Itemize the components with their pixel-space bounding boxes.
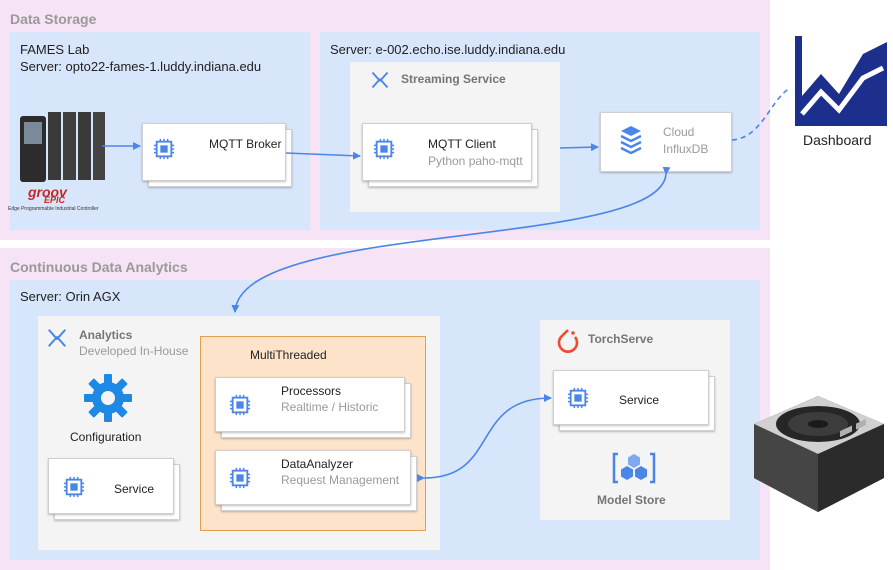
chip-icon (373, 138, 395, 160)
analytics-subtitle: Developed In-House (79, 344, 189, 358)
orin-agx-device (754, 396, 884, 512)
groov-brand: groov (28, 184, 67, 200)
analyzer-subtitle: Request Management (281, 473, 400, 487)
gear-icon[interactable] (84, 374, 132, 422)
chip-icon (229, 467, 251, 489)
configuration-label: Configuration (70, 430, 142, 444)
analytics-service-card[interactable]: Service (48, 458, 174, 514)
mqtt-broker-title: MQTT Broker (209, 137, 282, 151)
dashboard-chart-icon[interactable] (795, 36, 887, 126)
chip-icon (567, 387, 589, 409)
cloud-subtitle: InfluxDB (663, 142, 709, 156)
model-store-icon[interactable] (612, 448, 656, 488)
chip-icon (153, 138, 175, 160)
torch-flame-icon (557, 329, 579, 353)
torchserve-service-card[interactable]: Service (553, 370, 709, 425)
streaming-service-icon (371, 71, 389, 89)
multithreaded-title: MultiThreaded (250, 348, 327, 362)
analyzer-title: DataAnalyzer (281, 457, 354, 471)
analytics-service-label: Service (114, 482, 155, 496)
analyzer-card[interactable]: DataAnalyzer Request Management (215, 450, 411, 505)
mqtt-client-title: MQTT Client (428, 137, 496, 151)
analytics-title: Analytics (79, 328, 133, 342)
groov-caption: Edge Programmable Industrial Controller (8, 206, 99, 212)
groov-epic-device (20, 108, 106, 186)
streaming-service-title: Streaming Service (401, 72, 506, 86)
echo-server-label: Server: e-002.echo.ise.luddy.indiana.edu (330, 42, 566, 57)
processors-title: Processors (281, 384, 342, 398)
mqtt-broker-card[interactable]: MQTT Broker (142, 123, 286, 181)
database-icon (620, 126, 642, 155)
cloud-title: Cloud (663, 125, 695, 139)
chip-icon (63, 476, 85, 498)
orin-server-label: Server: Orin AGX (20, 289, 121, 304)
fames-server-label: Server: opto22-fames-1.luddy.indiana.edu (20, 59, 262, 74)
processors-subtitle: Realtime / Historic (281, 400, 379, 414)
cloud-influxdb-card[interactable]: Cloud InfluxDB (600, 112, 732, 172)
model-store-label: Model Store (597, 493, 666, 507)
analytics-service-icon (47, 329, 67, 347)
fames-lab-label: FAMES Lab (20, 42, 90, 57)
processors-card[interactable]: Processors Realtime / Historic (215, 377, 405, 432)
torchserve-title: TorchServe (588, 332, 654, 346)
mqtt-client-subtitle: Python paho-mqtt (428, 154, 523, 168)
mqtt-client-card[interactable]: MQTT Client Python paho-mqtt (362, 123, 532, 181)
groov-model: EPIC (44, 195, 66, 205)
chip-icon (229, 394, 251, 416)
data-storage-title: Data Storage (10, 11, 97, 27)
torchserve-service-label: Service (619, 393, 660, 407)
analytics-section-title: Continuous Data Analytics (10, 259, 188, 275)
dashboard-label: Dashboard (803, 132, 872, 148)
